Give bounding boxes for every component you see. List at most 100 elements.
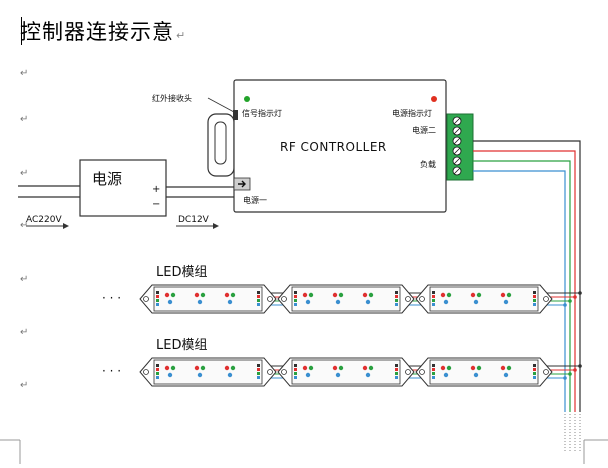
- solder-pad: [432, 364, 435, 367]
- controller-name: RF CONTROLLER: [280, 140, 387, 154]
- ir-receiver-leader: [207, 97, 235, 113]
- led-green-dot: [170, 292, 176, 298]
- paragraph-mark: ↵: [176, 29, 187, 42]
- page-corner-marks: [0, 439, 608, 464]
- solder-pad: [395, 376, 398, 379]
- led-blue-dot: [167, 299, 173, 305]
- solder-pad: [533, 368, 536, 371]
- led-green-dot: [230, 292, 236, 298]
- led-module: [277, 284, 415, 314]
- paragraph-marks: ↵ ↵ ↵ ↵ ↵ ↵ ↵: [20, 68, 28, 391]
- solder-pad: [156, 376, 159, 379]
- solder-pad: [257, 368, 260, 371]
- led-blue-dot: [197, 299, 203, 305]
- led-module-board: [291, 286, 401, 312]
- mount-hole-icon: [143, 296, 149, 302]
- led-green-dot: [308, 292, 314, 298]
- led-blue-dot: [227, 372, 233, 378]
- led-green-dot: [338, 292, 344, 298]
- led-green-dot: [338, 365, 344, 371]
- mount-hole-icon: [405, 369, 411, 375]
- paragraph-mark: ↵: [20, 274, 28, 285]
- solder-pad: [395, 364, 398, 367]
- solder-pad: [257, 299, 260, 302]
- solder-pad: [156, 299, 159, 302]
- arrow-right-icon: [238, 180, 246, 188]
- led-red-dot: [440, 292, 446, 298]
- solder-pad: [156, 364, 159, 367]
- paragraph-mark: ↵: [20, 220, 28, 231]
- ir-receiver-label: 红外接收头: [152, 93, 192, 103]
- paragraph-mark: ↵: [20, 168, 28, 179]
- led-red-dot: [362, 292, 368, 298]
- led-blue-dot: [335, 299, 341, 305]
- led-green-dot: [368, 365, 374, 371]
- led-module: [415, 284, 553, 314]
- solder-pad: [257, 291, 260, 294]
- solder-pad: [533, 295, 536, 298]
- led-red-dot: [224, 292, 230, 298]
- solder-pad: [533, 372, 536, 375]
- solder-pad: [395, 368, 398, 371]
- led-module: [277, 357, 415, 387]
- dc-output-label: DC12V: [178, 215, 210, 225]
- led-red-dot: [500, 292, 506, 298]
- power-plus-label: +: [152, 184, 160, 195]
- solder-pad: [156, 291, 159, 294]
- solder-pad: [533, 291, 536, 294]
- solder-pad: [432, 376, 435, 379]
- led-module-row-1: [139, 284, 553, 314]
- led-red-dot: [194, 365, 200, 371]
- solder-pad: [533, 364, 536, 367]
- controller-box: [233, 79, 447, 213]
- led-module-label: LED模组: [156, 265, 207, 280]
- led-red-dot: [440, 365, 446, 371]
- solder-pad: [294, 299, 297, 302]
- solder-pad: [432, 291, 435, 294]
- wire-dotted-tails: [564, 414, 581, 452]
- mount-hole-icon: [419, 369, 425, 375]
- solder-pad: [257, 303, 260, 306]
- led-blue-dot: [473, 299, 479, 305]
- led-blue-dot: [305, 299, 311, 305]
- led-module-ellipsis: · · ·: [102, 364, 121, 378]
- led-blue-dot: [335, 372, 341, 378]
- led-green-dot: [476, 292, 482, 298]
- solder-pad: [257, 372, 260, 375]
- solder-pad: [294, 372, 297, 375]
- mount-hole-icon: [267, 369, 273, 375]
- led-red-dot: [164, 365, 170, 371]
- solder-pad: [257, 376, 260, 379]
- led-red-dot: [164, 292, 170, 298]
- solder-pad: [533, 376, 536, 379]
- led-module-board: [429, 286, 539, 312]
- page-title-text: 控制器连接示意: [20, 20, 174, 44]
- led-red-dot: [500, 365, 506, 371]
- paragraph-mark: ↵: [20, 380, 28, 391]
- led-green-dot: [200, 292, 206, 298]
- led-green-dot: [368, 292, 374, 298]
- led-red-dot: [302, 365, 308, 371]
- led-red-dot: [194, 292, 200, 298]
- led-green-dot: [230, 365, 236, 371]
- led-red-dot: [332, 292, 338, 298]
- led-module-label: LED模组: [156, 338, 207, 353]
- solder-pad: [432, 372, 435, 375]
- led-green-dot: [200, 365, 206, 371]
- terminal-screws: [452, 116, 462, 176]
- led-blue-dot: [443, 372, 449, 378]
- mount-hole-icon: [143, 369, 149, 375]
- led-module-board: [291, 359, 401, 385]
- led-green-dot: [446, 292, 452, 298]
- solder-pad: [156, 368, 159, 371]
- dc-output-lines: [166, 186, 234, 198]
- led-blue-dot: [365, 299, 371, 305]
- solder-pad: [156, 303, 159, 306]
- led-red-dot: [362, 365, 368, 371]
- paragraph-mark: ↵: [20, 68, 28, 79]
- signal-indicator-icon: [244, 96, 250, 102]
- mount-hole-icon: [543, 369, 549, 375]
- led-module-board: [153, 359, 263, 385]
- power-supply-label: 电源: [92, 170, 122, 188]
